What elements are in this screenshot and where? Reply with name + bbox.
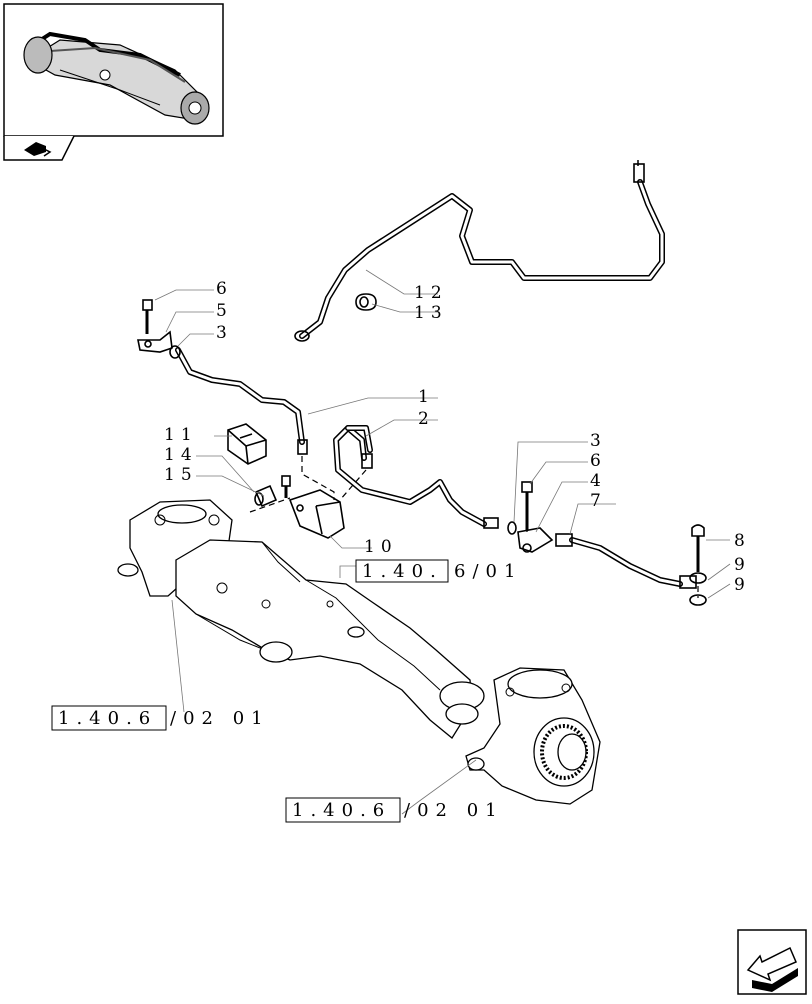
- cross-reference-b[interactable]: 1.40.6 /02 01: [51, 705, 270, 731]
- reference-c-rest: /02 01: [404, 800, 504, 821]
- callout-3-right: 3: [590, 431, 607, 451]
- cross-reference-c[interactable]: 1.40.6 /02 01: [285, 797, 504, 823]
- cross-reference-a[interactable]: 1.40. 6/01: [355, 559, 522, 583]
- reference-a-rest: 6/01: [454, 561, 522, 582]
- callout-5: 5: [216, 301, 233, 321]
- callout-14: 14: [164, 445, 198, 465]
- clip-11: [227, 423, 267, 465]
- washer-9-lower: [689, 594, 707, 606]
- grommet-13: [355, 293, 377, 311]
- reference-b-boxed: 1.40.6: [58, 708, 157, 729]
- brake-pipe-2: [333, 425, 499, 529]
- reference-c-boxed: 1.40.6: [292, 800, 391, 821]
- connector-14: [254, 484, 278, 508]
- callout-9-lower: 9: [734, 575, 751, 595]
- bolt-6-left: [142, 299, 153, 334]
- callout-11: 11: [164, 425, 198, 445]
- bolt-8: [691, 524, 705, 572]
- brake-hose-7: [555, 533, 697, 589]
- washer-3-left: [169, 345, 181, 359]
- junction-block-10: [288, 489, 345, 539]
- assembly-line-c: [339, 469, 367, 501]
- next-page-arrow-icon[interactable]: [737, 929, 807, 995]
- bolt-15: [281, 475, 291, 498]
- brake-pipe-1: [175, 347, 308, 455]
- callout-4: 4: [590, 471, 607, 491]
- callout-8: 8: [734, 531, 751, 551]
- callout-2: 2: [418, 409, 435, 429]
- callout-7: 7: [590, 491, 607, 511]
- callout-labels: 6 5 3 12 13 1 2 11 14 15 10 3 6 4 7 8 9 …: [164, 279, 751, 595]
- bracket-4-right: [517, 527, 554, 553]
- bracket-5-left: [137, 330, 173, 353]
- callout-13: 13: [414, 303, 448, 323]
- axle-thumbnail-icon[interactable]: [3, 3, 224, 137]
- assembly-line-b: [249, 497, 291, 513]
- book-tab-icon[interactable]: [3, 135, 75, 161]
- callout-6-right: 6: [590, 451, 607, 471]
- callout-3-left: 3: [216, 323, 233, 343]
- washer-9-upper: [689, 572, 707, 584]
- brake-pipe-12: [294, 160, 665, 342]
- reference-b-rest: /02 01: [170, 708, 270, 729]
- axle-housing: [117, 499, 601, 805]
- assembly-line-a: [301, 456, 335, 500]
- callout-12: 12: [414, 283, 448, 303]
- callout-6-left: 6: [216, 279, 233, 299]
- callout-10: 10: [364, 537, 398, 557]
- reference-a-boxed: 1.40.: [362, 561, 443, 582]
- washer-3-right: [507, 521, 517, 535]
- callout-15: 15: [164, 465, 198, 485]
- leader-lines: [154, 269, 731, 815]
- callout-1: 1: [418, 387, 435, 407]
- callout-9-upper: 9: [734, 555, 751, 575]
